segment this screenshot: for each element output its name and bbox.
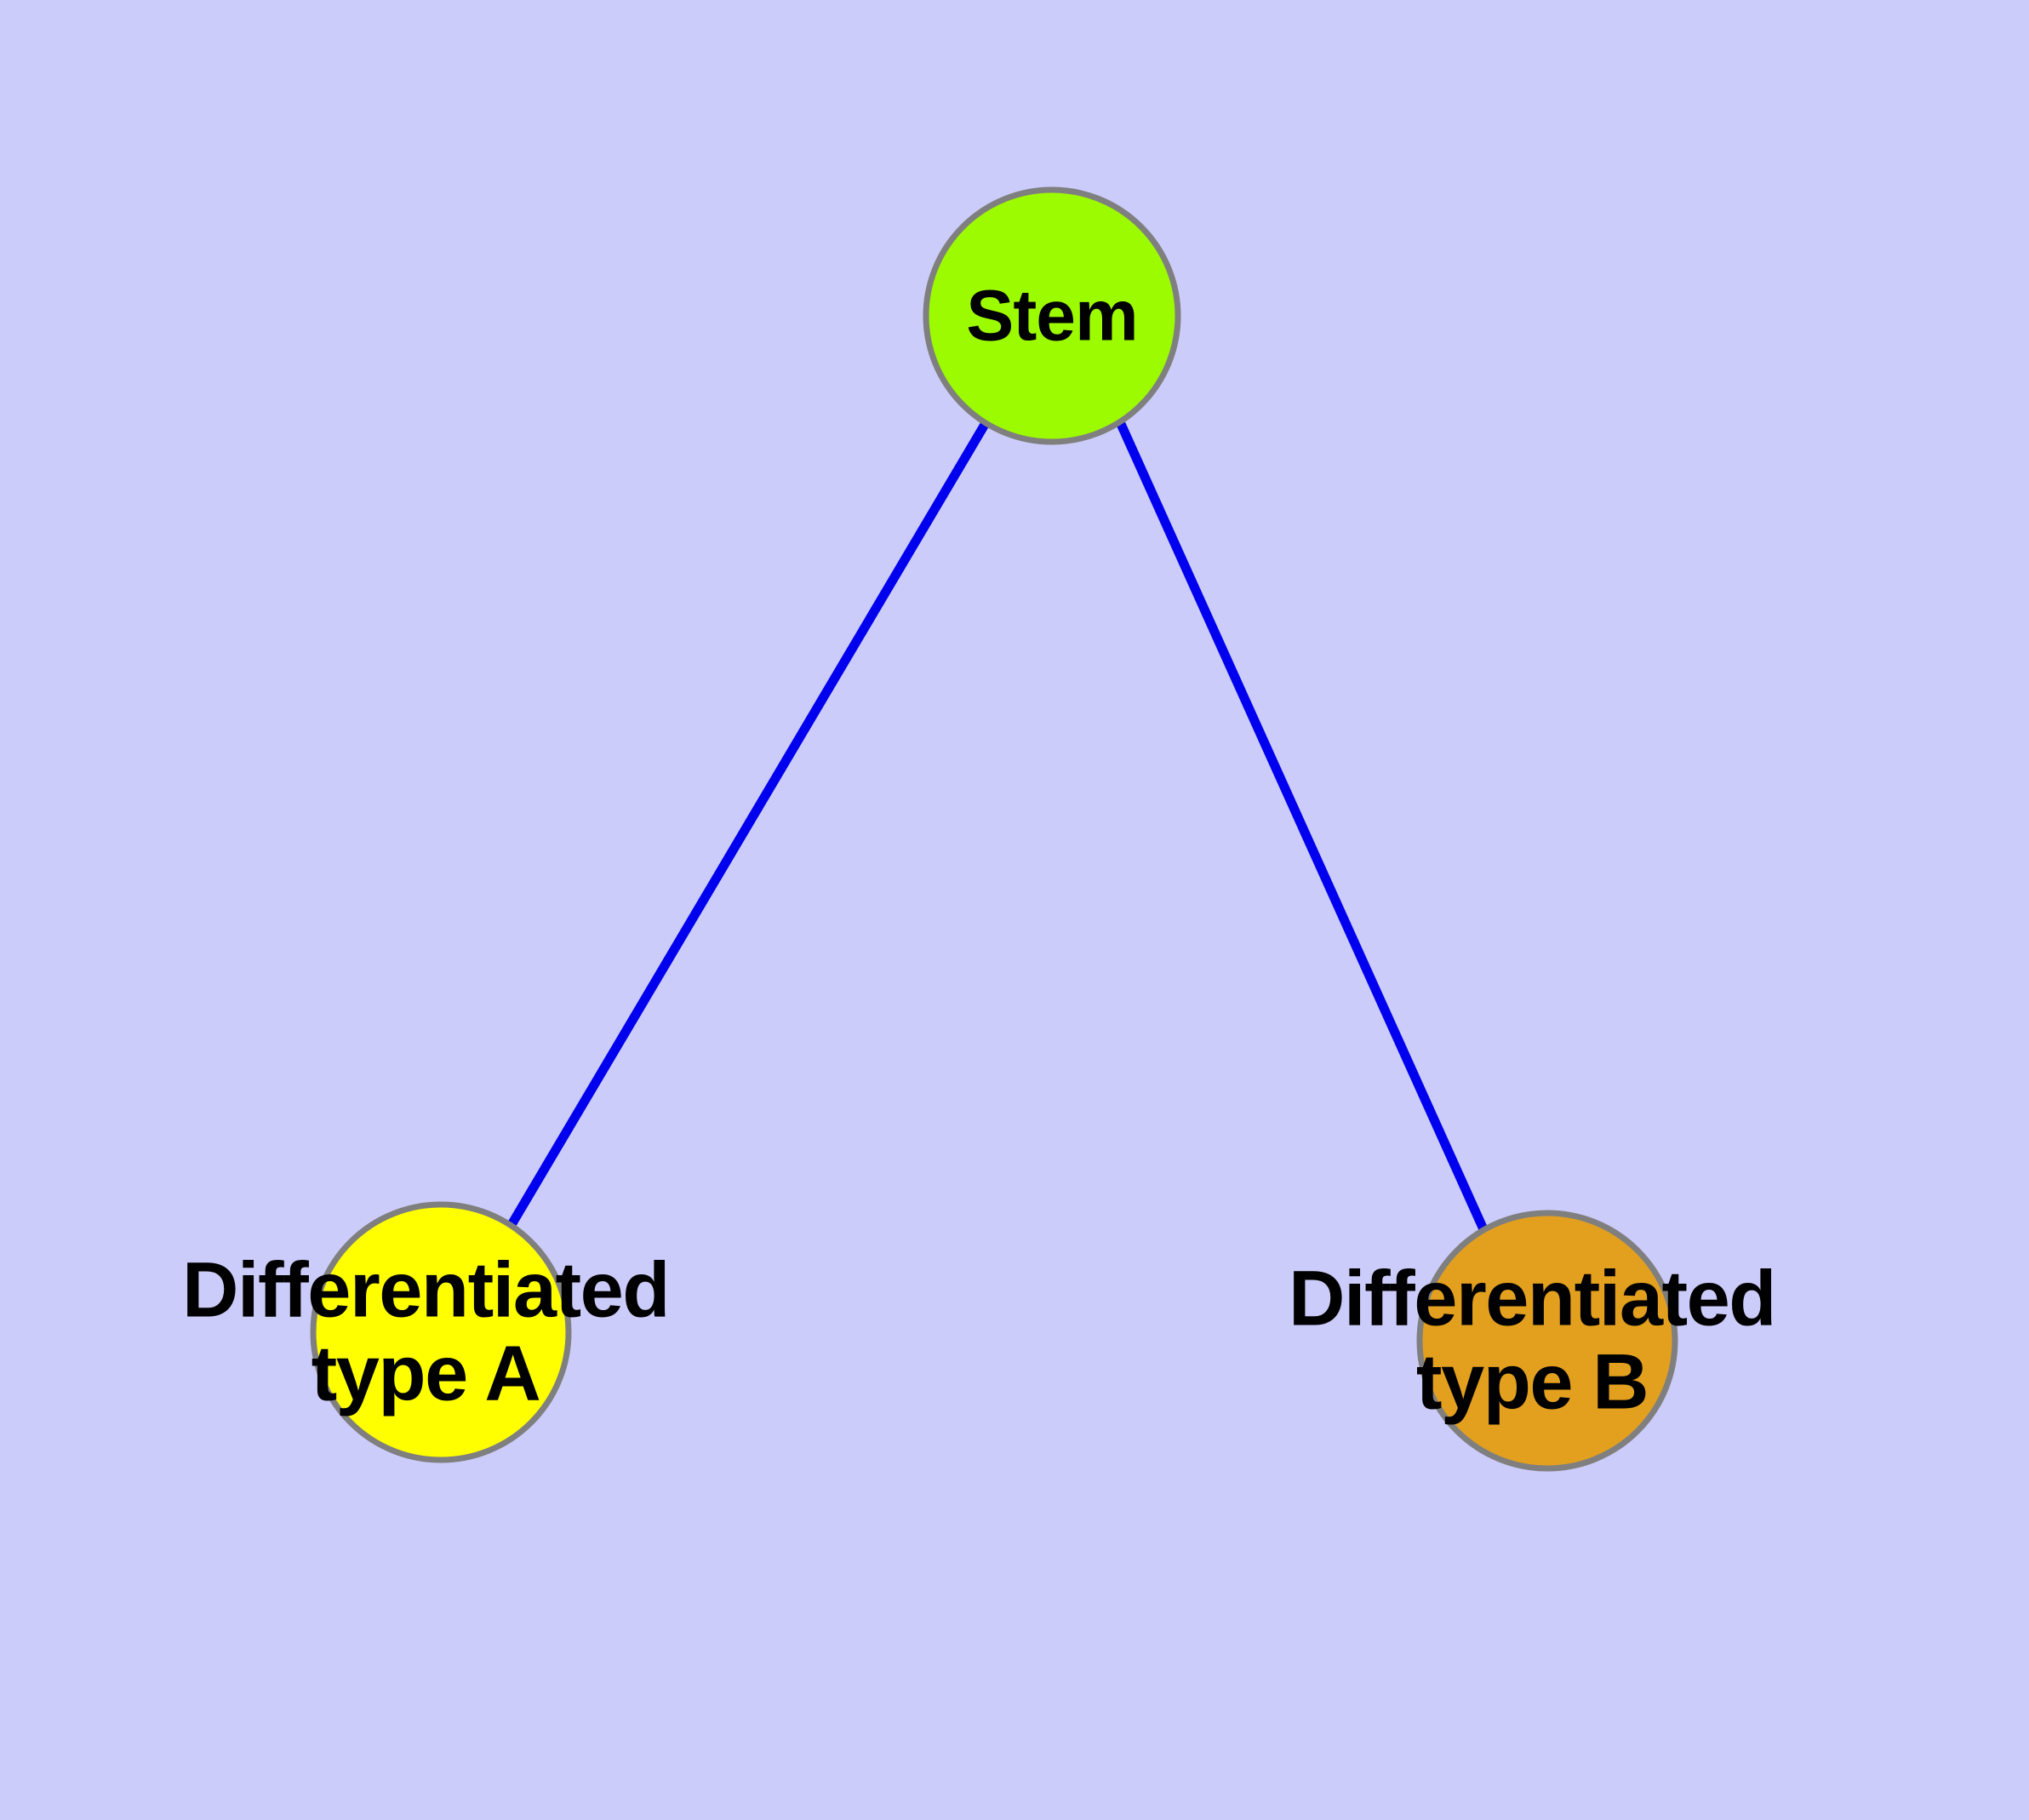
edges-group: [508, 421, 1489, 1232]
node-differentiated-type-a[interactable]: [310, 1201, 572, 1463]
nodes-group: [310, 186, 1678, 1472]
edge-stem-to-differentiated-type-a[interactable]: [508, 421, 990, 1226]
edge-stem-to-differentiated-type-b[interactable]: [1116, 421, 1489, 1232]
node-differentiated-type-b[interactable]: [1416, 1210, 1678, 1472]
node-stem[interactable]: [923, 186, 1181, 445]
